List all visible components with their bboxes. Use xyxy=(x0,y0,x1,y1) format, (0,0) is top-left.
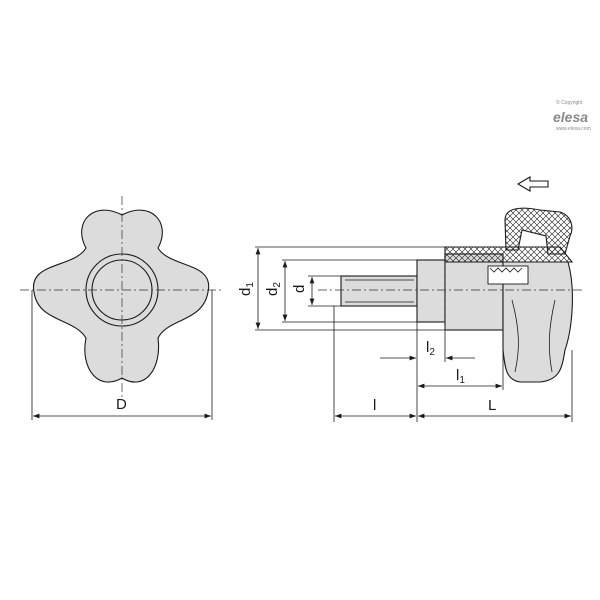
dimension-L-label: L xyxy=(488,397,496,414)
knob-star-outline xyxy=(33,209,210,383)
ratchet-mechanism xyxy=(487,265,529,285)
dimension-l-label: l xyxy=(373,397,376,414)
brand-url: www.elesa.com xyxy=(556,126,591,132)
dimension-d2-label: d2 xyxy=(264,282,283,296)
collar xyxy=(416,259,446,323)
dimension-l2-label: l2 xyxy=(426,339,435,358)
ratchet-teeth xyxy=(489,267,523,273)
dimension-l1-label: l1 xyxy=(456,367,465,386)
brand-name: elesa xyxy=(553,109,588,125)
front-view: D xyxy=(20,196,222,420)
side-view: d1 d2 d l2 l1 l L xyxy=(237,207,585,422)
brand-logo: © Copyright elesa www.elesa.com xyxy=(553,99,591,132)
lobe-contour-1 xyxy=(511,299,519,373)
brand-copyright: © Copyright xyxy=(556,99,583,106)
threaded-stud xyxy=(340,275,418,307)
lobe-contour-2 xyxy=(548,299,556,373)
direction-arrow-icon xyxy=(516,176,549,192)
knob-lobe-profile xyxy=(502,261,573,383)
bushing xyxy=(444,253,504,331)
dimension-D-label: D xyxy=(116,396,127,413)
lever-handle xyxy=(504,207,573,255)
dimension-d1-label: d1 xyxy=(237,282,256,296)
dimension-d-label: d xyxy=(291,285,308,293)
cap-section-hatch xyxy=(444,246,574,263)
